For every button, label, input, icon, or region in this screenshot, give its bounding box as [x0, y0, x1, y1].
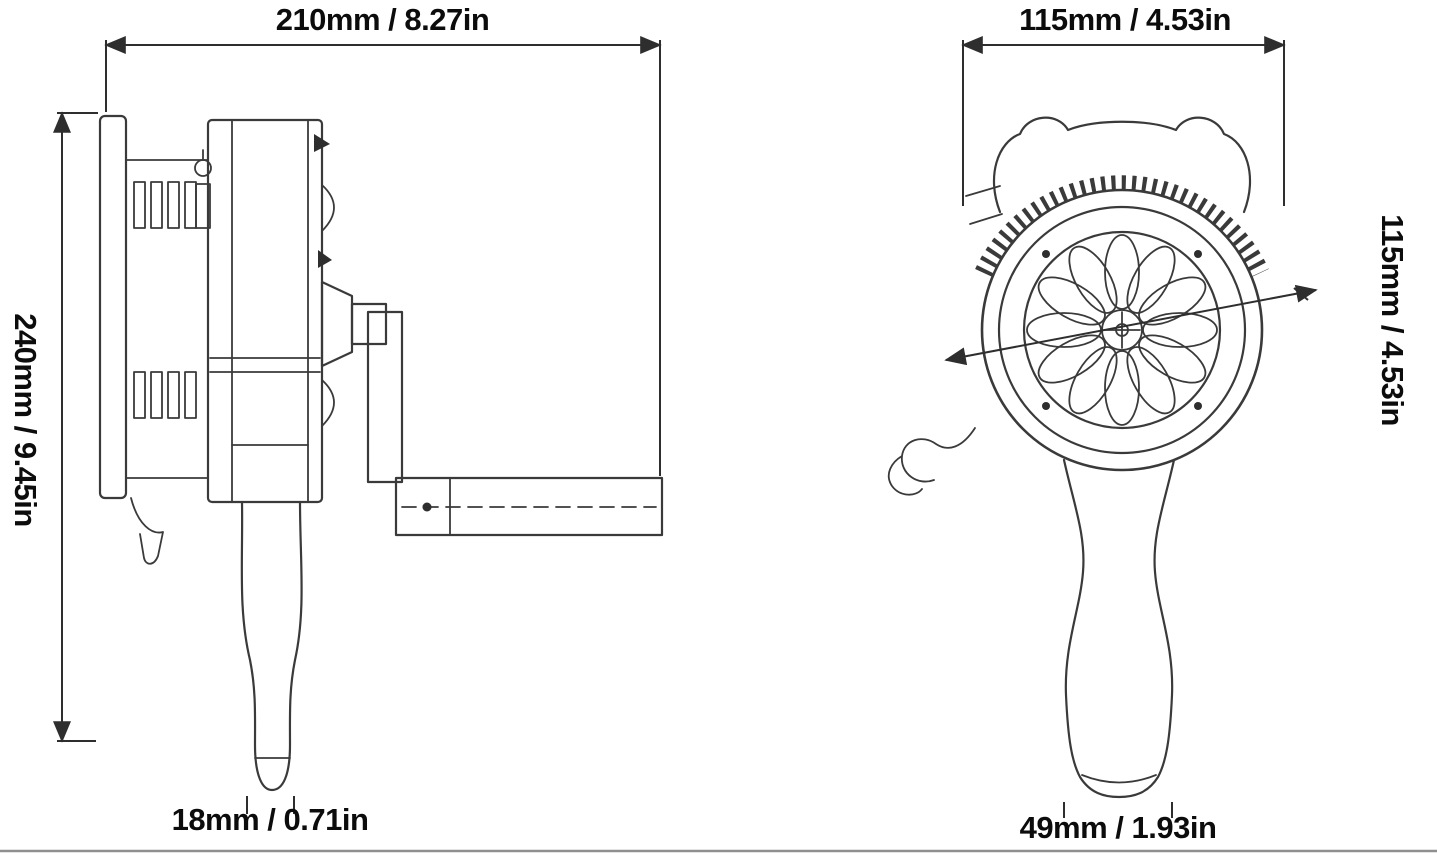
- crank-handle: [394, 476, 664, 537]
- handle-pivot-dot: [422, 502, 432, 512]
- mount-hook: [130, 497, 164, 565]
- side-view-drawing: [98, 114, 664, 792]
- latch-detail: [194, 149, 212, 229]
- front-view-drawing: [887, 116, 1318, 799]
- side-dimension-lines: [53, 36, 662, 814]
- screw-dots: [1042, 250, 1202, 410]
- side-dim-top-label: 210mm / 8.27in: [275, 2, 490, 37]
- hub-cone: [320, 280, 354, 368]
- pointer-arrow-mid: [318, 250, 332, 268]
- siren-back-plate: [98, 114, 128, 500]
- front-dimension-lines: [961, 36, 1286, 818]
- hatched-rim-band: [975, 175, 1269, 280]
- louver-slots-upper: [133, 181, 197, 229]
- side-dim-bottom-label: 18mm / 0.71in: [171, 802, 369, 837]
- diagonal-diameter-dim-line: [944, 284, 1318, 366]
- front-dim-bottom-label: 49mm / 1.93in: [1019, 810, 1217, 845]
- grip-handle-front: [1062, 458, 1176, 799]
- front-dim-right-label: 115mm / 4.53in: [1375, 214, 1410, 426]
- crank-arm: [366, 310, 404, 484]
- louver-slots-lower: [133, 371, 197, 419]
- top-bracket: [992, 116, 1252, 214]
- side-dim-left-label: 240mm / 9.45in: [8, 313, 43, 527]
- spring-hook: [887, 427, 976, 496]
- grip-handle-side: [240, 500, 303, 792]
- front-dim-top-label: 115mm / 4.53in: [1019, 2, 1231, 37]
- pointer-arrow-top: [314, 134, 330, 152]
